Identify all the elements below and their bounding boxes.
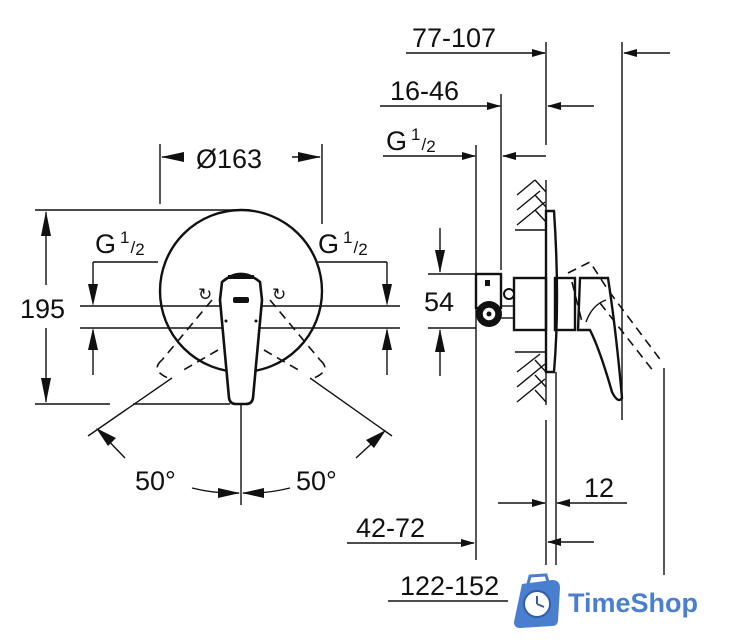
inlet-height-label: 54 <box>424 287 454 317</box>
install-depth-label: 42-72 <box>356 513 425 543</box>
height-label: 195 <box>20 294 65 324</box>
brand-name: TimeShop <box>568 588 698 618</box>
cartridge-icon-left: ↻ <box>198 285 212 304</box>
angle-left-label: 50° <box>135 466 176 496</box>
lever-handle <box>218 272 264 406</box>
depth-overall-label: 77-107 <box>412 23 496 53</box>
cartridge-icon-right: ↻ <box>272 285 286 304</box>
lever-side <box>576 276 624 402</box>
angle-right-label: 50° <box>296 466 337 496</box>
watermark-logo: TimeShop <box>508 573 698 628</box>
wall-section <box>515 179 547 405</box>
depth-body-label: 16-46 <box>390 76 459 106</box>
total-depth-label: 122-152 <box>400 571 499 601</box>
diameter-label: Ø163 <box>196 144 262 174</box>
rosette-side <box>544 209 559 374</box>
valve-body <box>512 276 548 332</box>
plate-thickness-label: 12 <box>584 473 614 503</box>
